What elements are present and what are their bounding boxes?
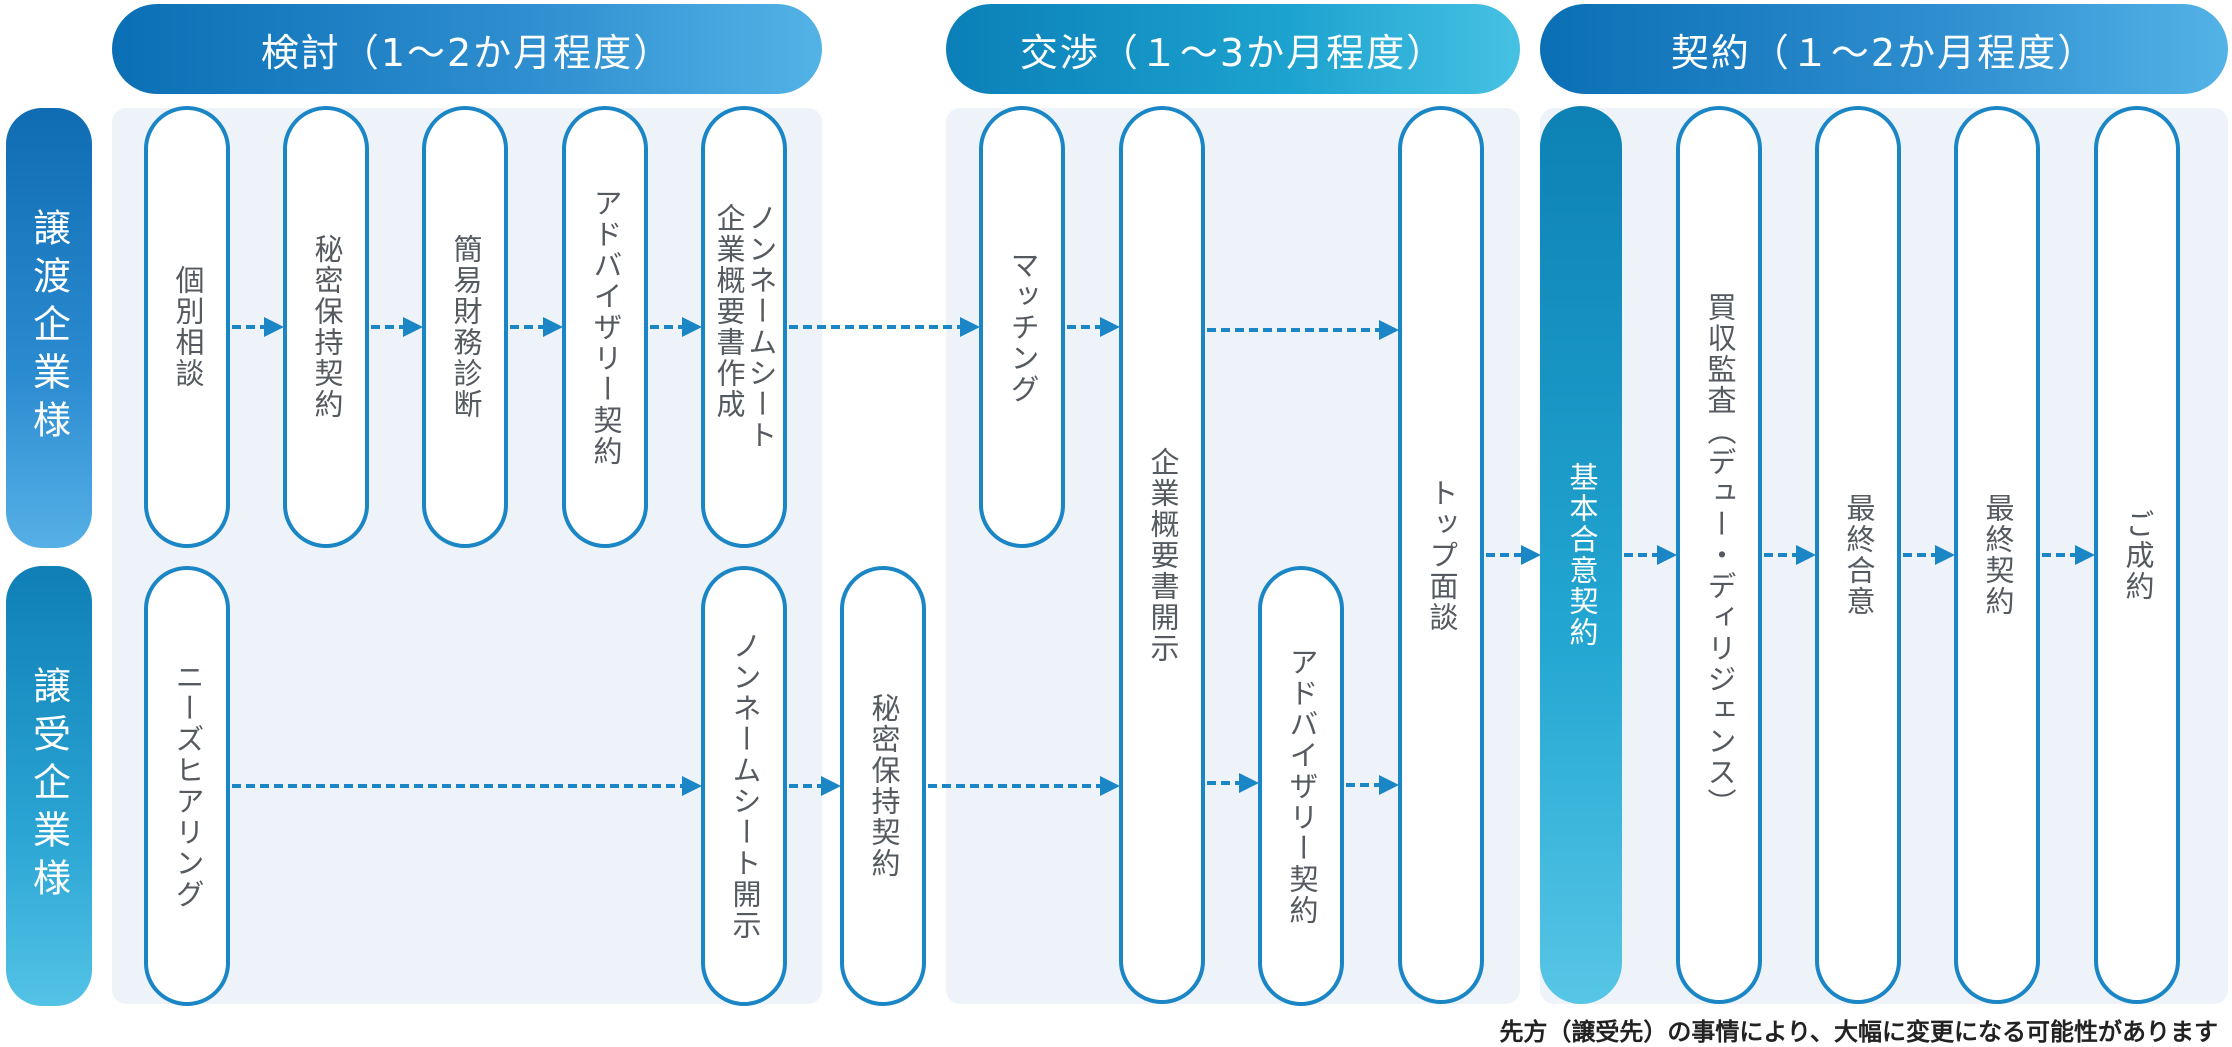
step-saishu-goui: 最終合意	[1815, 106, 1901, 1004]
step-kansa: 買収監査（デュー・ディリジェンス）	[1676, 106, 1762, 1004]
step-kobetsu-soudan: 個別相談	[144, 106, 230, 548]
step-nonname-create: ノンネームシート 企業概要書作成	[701, 106, 787, 548]
phase-contract-header: 契約（１〜2か月程度）	[1540, 4, 2228, 94]
step-needs-hearing: ニーズヒアリング	[144, 566, 230, 1006]
step-kihon-goui: 基本合意契約	[1540, 106, 1622, 1004]
step-seiyaku: ご成約	[2094, 106, 2180, 1004]
role-seller: 譲渡企業様	[6, 108, 92, 548]
step-nonname-kaiji: ノンネームシート開示	[701, 566, 787, 1006]
step-advisory-2: アドバイザリー契約	[1258, 566, 1344, 1006]
step-gaiyou-kaiji: 企業概要書開示	[1119, 106, 1205, 1004]
footnote: 先方（譲受先）の事情により、大幅に変更になる可能性があります	[1499, 1018, 2218, 1046]
step-himitsu-hoji-1: 秘密保持契約	[283, 106, 369, 548]
step-kanni-zaimu: 簡易財務診断	[422, 106, 508, 548]
step-saishu-keiyaku: 最終契約	[1954, 106, 2040, 1004]
role-buyer: 譲受企業様	[6, 566, 92, 1006]
step-advisory-1: アドバイザリー契約	[562, 106, 648, 548]
phase-review-header: 検討（1〜2か月程度）	[112, 4, 822, 94]
step-top-mendan: トップ面談	[1398, 106, 1484, 1004]
phase-negotiation-header: 交渉（１〜3か月程度）	[946, 4, 1520, 94]
step-himitsu-hoji-2: 秘密保持契約	[840, 566, 926, 1006]
step-matching: マッチング	[979, 106, 1065, 548]
